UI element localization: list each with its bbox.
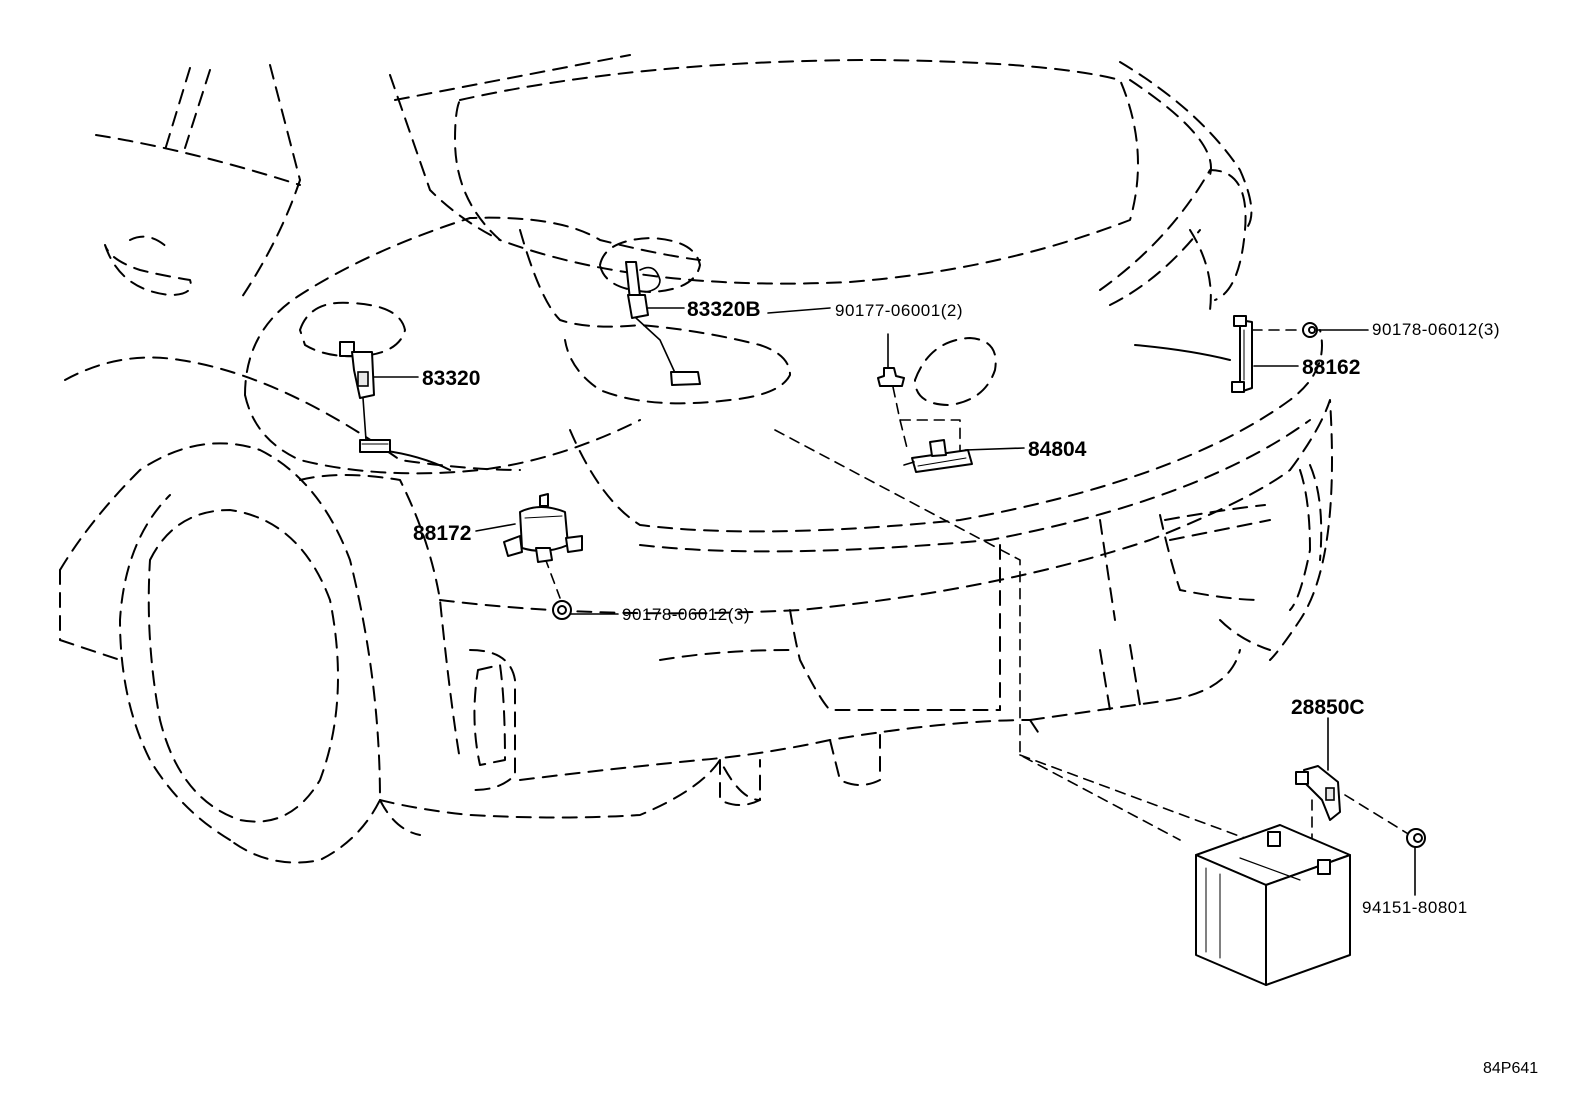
label-88172: 88172 bbox=[413, 522, 471, 545]
part-90177-drawing bbox=[877, 367, 905, 387]
label-28850c: 28850C bbox=[1291, 696, 1365, 719]
part-94151-drawing bbox=[1406, 828, 1426, 848]
part-90178-left-drawing bbox=[552, 600, 572, 620]
vehicle-outline bbox=[59, 54, 1333, 864]
label-88162: 88162 bbox=[1302, 356, 1360, 379]
part-83320b-drawing bbox=[625, 261, 701, 386]
battery-drawing bbox=[1195, 824, 1351, 986]
label-84804: 84804 bbox=[1028, 438, 1087, 461]
figure-code: 84P641 bbox=[1483, 1060, 1538, 1077]
label-90177-06001: 90177-06001(2) bbox=[835, 301, 963, 320]
part-84804-drawing bbox=[903, 439, 973, 473]
label-94151-80801: 94151-80801 bbox=[1362, 898, 1468, 917]
label-90178-06012-left: 90178-06012(3) bbox=[622, 605, 750, 624]
part-88162-drawing bbox=[1231, 315, 1253, 393]
part-90178-right-drawing bbox=[1302, 322, 1318, 338]
label-90178-06012-right: 90178-06012(3) bbox=[1372, 320, 1500, 339]
part-88172-drawing bbox=[503, 493, 583, 563]
label-83320b: 83320B bbox=[687, 298, 761, 321]
leader-lines bbox=[371, 307, 1416, 896]
part-28850c-drawing bbox=[1295, 765, 1341, 821]
part-83320-drawing bbox=[339, 341, 391, 453]
label-83320: 83320 bbox=[422, 367, 480, 390]
